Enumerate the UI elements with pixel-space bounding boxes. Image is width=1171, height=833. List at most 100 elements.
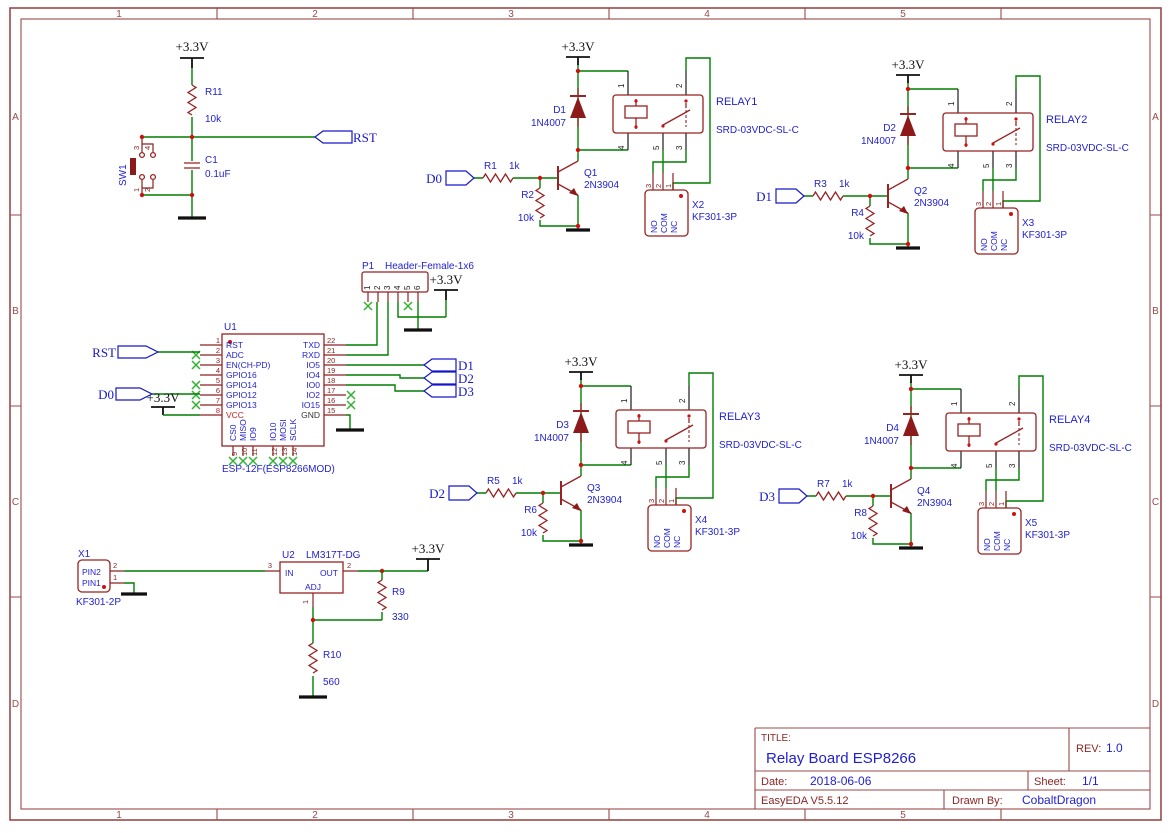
power-flag-label: +3.3V <box>147 390 181 405</box>
d2-net-flag[interactable] <box>423 371 457 385</box>
relay-channel-1[interactable] <box>444 55 712 238</box>
p1-pin: 1 <box>363 285 372 290</box>
relay-pin4: 4 <box>947 163 956 168</box>
pin-num: 15 <box>327 406 335 415</box>
frame-row-left: B <box>12 306 19 317</box>
date-label: Date: <box>761 776 787 788</box>
c1-ref: C1 <box>205 155 218 166</box>
base-resistor-ref: R7 <box>817 479 830 490</box>
resistor-r11[interactable] <box>186 84 198 116</box>
pin-num: 4 <box>216 366 220 375</box>
frame-col-top: 2 <box>312 9 318 20</box>
mcu-u1[interactable]: U1 ESP-12F(ESP8266MOD) RST ADC EN(CH-PD)… <box>191 322 356 475</box>
transistor-part: 2N3904 <box>587 495 622 506</box>
pin-num: 16 <box>327 396 335 405</box>
base-resistor-value: 1k <box>839 179 851 190</box>
rst-net-flag[interactable] <box>314 130 353 144</box>
pin-num: 13 <box>280 448 289 456</box>
title-block[interactable]: TITLE: Relay Board ESP8266 REV: 1.0 Date… <box>754 727 1150 809</box>
base-resistor-ref: R3 <box>814 179 827 190</box>
base-resistor-value: 1k <box>512 476 524 487</box>
terminal-nc-label: NC <box>1002 539 1012 551</box>
pin-num: 9 <box>230 452 239 456</box>
regulator-u2[interactable] <box>279 561 344 594</box>
relay-pin2: 2 <box>675 83 684 88</box>
terminal-pin3: 3 <box>974 202 983 206</box>
pin-name: IO4 <box>306 370 320 380</box>
relay-channel-2[interactable] <box>774 73 1042 256</box>
relay-pin2: 2 <box>1005 101 1014 106</box>
pin-num: 18 <box>327 376 335 385</box>
power-flag-label: +3.3V <box>176 39 210 54</box>
transistor-part: 2N3904 <box>917 498 952 509</box>
frame-row-right: C <box>1152 497 1159 508</box>
d1-net-flag[interactable] <box>423 358 457 372</box>
relay-ref: RELAY1 <box>716 96 757 108</box>
relay-pin5: 5 <box>982 163 991 168</box>
header-p1[interactable]: P1 Header-Female-1x6 1 2 3 4 5 6 +3.3V <box>361 261 474 332</box>
u2-in-label: IN <box>285 568 294 578</box>
frame-col-top: 1 <box>116 9 122 20</box>
sw1-pin1: 1 <box>132 188 141 192</box>
relay-part: SRD-03VDC-SL-C <box>1049 443 1132 454</box>
pin-name: GPIO13 <box>226 400 257 410</box>
reset-circuit[interactable]: +3.3V R11 10k RST C1 0.1uF 3 4 1 2 SW1 <box>118 39 377 220</box>
relay-pin5: 5 <box>652 145 661 150</box>
r11-ref: R11 <box>205 87 223 98</box>
p1-part: Header-Female-1x6 <box>385 261 474 272</box>
pin-num: 7 <box>216 396 220 405</box>
pin-name: RST <box>226 340 243 350</box>
transistor-part: 2N3904 <box>914 198 949 209</box>
terminal-pin1: 1 <box>667 499 676 503</box>
terminal-com-label: COM <box>662 528 672 548</box>
connector-x1[interactable] <box>77 559 111 593</box>
input-net-label: D2 <box>429 486 445 501</box>
relay-channel-3[interactable] <box>447 370 715 553</box>
terminal-com-label: COM <box>659 213 669 233</box>
relay-pin2: 2 <box>1008 401 1017 406</box>
pin-name: IO2 <box>306 390 320 400</box>
regulator-circuit[interactable]: X1 PIN2 PIN1 KF301-2P 2 1 U2 LM317T-DG I… <box>76 541 445 699</box>
p1-ref: P1 <box>362 261 375 272</box>
p1-pin: 2 <box>373 285 382 290</box>
input-net-label: D1 <box>756 189 772 204</box>
relay-ref: RELAY3 <box>719 411 760 423</box>
diode-part: 1N4007 <box>864 436 899 447</box>
diode-part: 1N4007 <box>531 118 566 129</box>
terminal-nc-label: NC <box>999 239 1009 251</box>
p1-pin: 5 <box>403 285 412 290</box>
resistor-r9[interactable] <box>376 579 388 611</box>
u2-ref: U2 <box>282 550 295 561</box>
capacitor-c1[interactable] <box>184 162 200 169</box>
relay-channel-4[interactable] <box>777 373 1045 556</box>
pin-name: GPIO14 <box>226 380 257 390</box>
x1-pin1-num: 1 <box>113 573 117 582</box>
rst-net-label: RST <box>353 130 377 145</box>
resistor-r10[interactable] <box>307 642 319 674</box>
relay-ref: RELAY2 <box>1046 114 1087 126</box>
mcu-nets[interactable]: RST D0 +3.3V D1 D2 D3 <box>92 302 474 432</box>
relay-channel-4-labels: +3.3V D3 R7 1k R8 10k Q4 2N3904 D4 1N400… <box>759 357 1132 551</box>
terminal-pin2: 2 <box>654 184 663 188</box>
pushbutton-sw1[interactable]: 3 4 1 2 SW1 <box>118 137 157 195</box>
relay-pin4: 4 <box>617 145 626 150</box>
p1-pin: 6 <box>413 285 422 290</box>
rst-net-flag[interactable] <box>117 345 160 359</box>
terminal-no-label: NO <box>979 238 989 251</box>
diode-part: 1N4007 <box>861 136 896 147</box>
d3-net-flag[interactable] <box>423 384 457 398</box>
x1-pin2-num: 2 <box>113 561 117 570</box>
relay-channel-1-labels: +3.3V D0 R1 1k R2 10k Q1 2N3904 D1 1N400… <box>426 39 799 233</box>
relay-pin1: 1 <box>620 398 629 403</box>
u2-out-label: OUT <box>320 568 338 578</box>
base-resistor-ref: R1 <box>484 161 497 172</box>
relay-pin1: 1 <box>950 401 959 406</box>
d0-net-flag[interactable] <box>115 387 154 401</box>
pin-num: 1 <box>216 336 220 345</box>
terminal-pin3: 3 <box>647 499 656 503</box>
relay-pin5: 5 <box>655 460 664 465</box>
pin-name: RXD <box>302 350 320 360</box>
pin-num-vcc: 8 <box>216 406 220 415</box>
relay-pin3: 3 <box>1005 163 1014 168</box>
